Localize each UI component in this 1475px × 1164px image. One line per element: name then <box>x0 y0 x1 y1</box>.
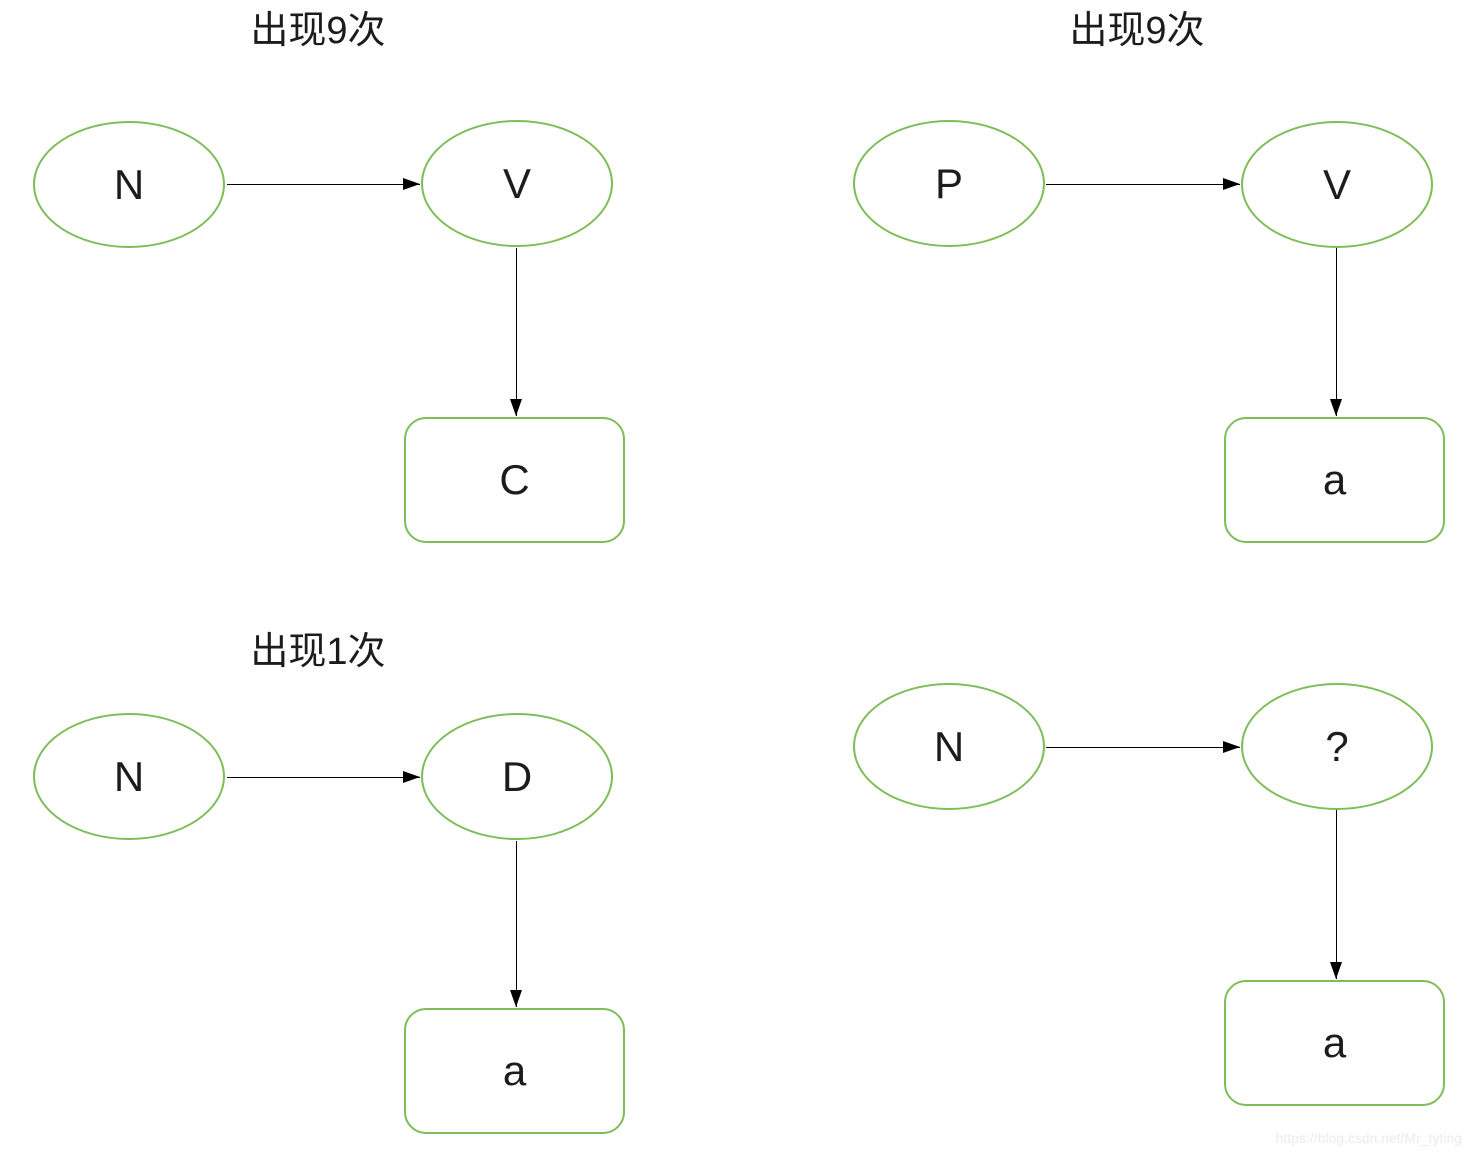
node-rect-result: a <box>1224 417 1445 543</box>
arrow-source-to-target <box>1046 178 1240 190</box>
node-label: N <box>933 722 965 770</box>
node-label: V <box>1322 160 1351 208</box>
node-label: D <box>501 752 533 800</box>
node-ellipse-target: V <box>1241 121 1433 248</box>
node-rect-result: a <box>404 1008 625 1134</box>
node-label: ? <box>1325 722 1349 770</box>
node-rect-result: C <box>404 417 625 543</box>
arrow-target-to-result <box>1330 810 1342 979</box>
node-label: V <box>502 159 531 207</box>
node-ellipse-source: P <box>853 120 1045 247</box>
diagram-title: 出现1次 <box>250 631 386 673</box>
node-ellipse-source: N <box>853 683 1045 810</box>
diagram-title: 出现9次 <box>1069 10 1205 52</box>
node-label: C <box>499 456 530 503</box>
node-ellipse-target: D <box>421 713 613 840</box>
node-label: P <box>934 159 963 207</box>
node-label: a <box>1322 456 1347 503</box>
node-label: a <box>1322 1019 1347 1066</box>
node-ellipse-source: N <box>33 713 225 840</box>
arrow-source-to-target <box>227 178 420 190</box>
arrow-target-to-result <box>510 841 522 1007</box>
arrow-source-to-target <box>1046 741 1240 753</box>
diagram-title: 出现9次 <box>250 10 386 52</box>
arrow-target-to-result <box>1330 248 1342 416</box>
node-label: N <box>113 160 145 208</box>
node-label: a <box>502 1047 527 1094</box>
node-ellipse-source: N <box>33 121 225 248</box>
node-rect-result: a <box>1224 980 1445 1106</box>
node-label: N <box>113 752 145 800</box>
arrow-source-to-target <box>227 771 420 783</box>
node-ellipse-target: ? <box>1241 683 1433 810</box>
arrow-target-to-result <box>510 248 522 416</box>
csdn-watermark: https://blog.csdn.net/Mr_tyting <box>1275 1131 1462 1146</box>
node-ellipse-target: V <box>421 120 613 247</box>
